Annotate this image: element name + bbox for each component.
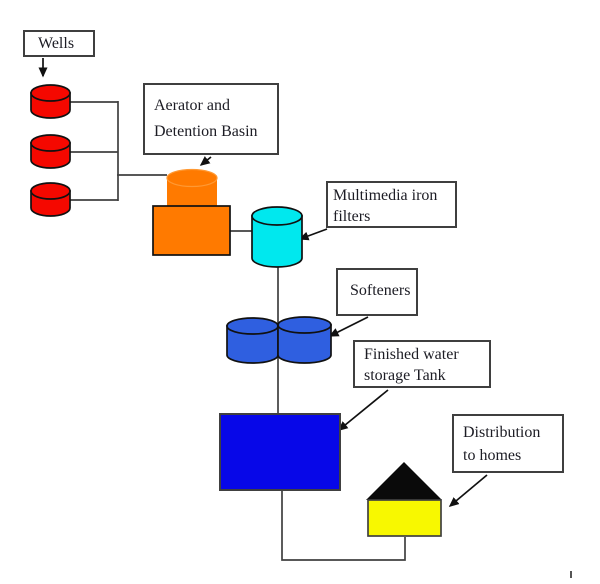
iron-filter-cylinder xyxy=(251,206,303,268)
storage-label-line2: storage Tank xyxy=(364,367,446,384)
arrow-lines xyxy=(38,58,488,507)
wells-label-text: Wells xyxy=(38,35,75,52)
softeners-arrow xyxy=(328,316,369,337)
aerator-basin xyxy=(152,168,231,256)
filters-label-line2: filters xyxy=(333,208,371,225)
softeners-label-text: Softeners xyxy=(350,282,411,299)
aerator-label-line2: Detention Basin xyxy=(154,123,258,140)
wells-label: Wells xyxy=(23,30,95,57)
softener-cylinder-right xyxy=(277,316,332,364)
distribution-arrow xyxy=(448,474,488,507)
well-cylinder-2 xyxy=(30,134,71,169)
aerator-label: Aerator and Detention Basin xyxy=(143,83,279,155)
filters-label-line1: Multimedia iron xyxy=(333,187,438,204)
house-body xyxy=(367,499,442,537)
well-cylinders xyxy=(30,84,71,217)
storage-tank-rect xyxy=(219,413,341,491)
softener-cylinder-left xyxy=(226,317,279,364)
aerator-arrow xyxy=(199,156,212,166)
distribution-label-line1: Distribution xyxy=(463,424,541,441)
filters-arrow xyxy=(298,228,328,241)
house xyxy=(366,462,442,537)
storage-label-line1: Finished water xyxy=(364,346,459,363)
aerator-basin-cylinder xyxy=(166,168,218,207)
storage-label: Finished water storage Tank xyxy=(353,340,491,388)
storage-arrow xyxy=(337,389,389,431)
distribution-label-line2: to homes xyxy=(463,447,522,464)
aerator-basin-rect xyxy=(152,205,231,256)
house-roof xyxy=(366,462,442,500)
softeners-label: Softeners xyxy=(336,268,418,316)
connector-tank-to-house xyxy=(281,490,406,561)
well-cylinder-3 xyxy=(30,182,71,217)
softener-cylinders xyxy=(226,316,332,364)
aerator-label-line1: Aerator and xyxy=(154,97,230,114)
filters-label: Multimedia iron filters xyxy=(326,181,457,228)
well-cylinder-1 xyxy=(30,84,71,119)
distribution-label: Distribution to homes xyxy=(452,414,564,473)
